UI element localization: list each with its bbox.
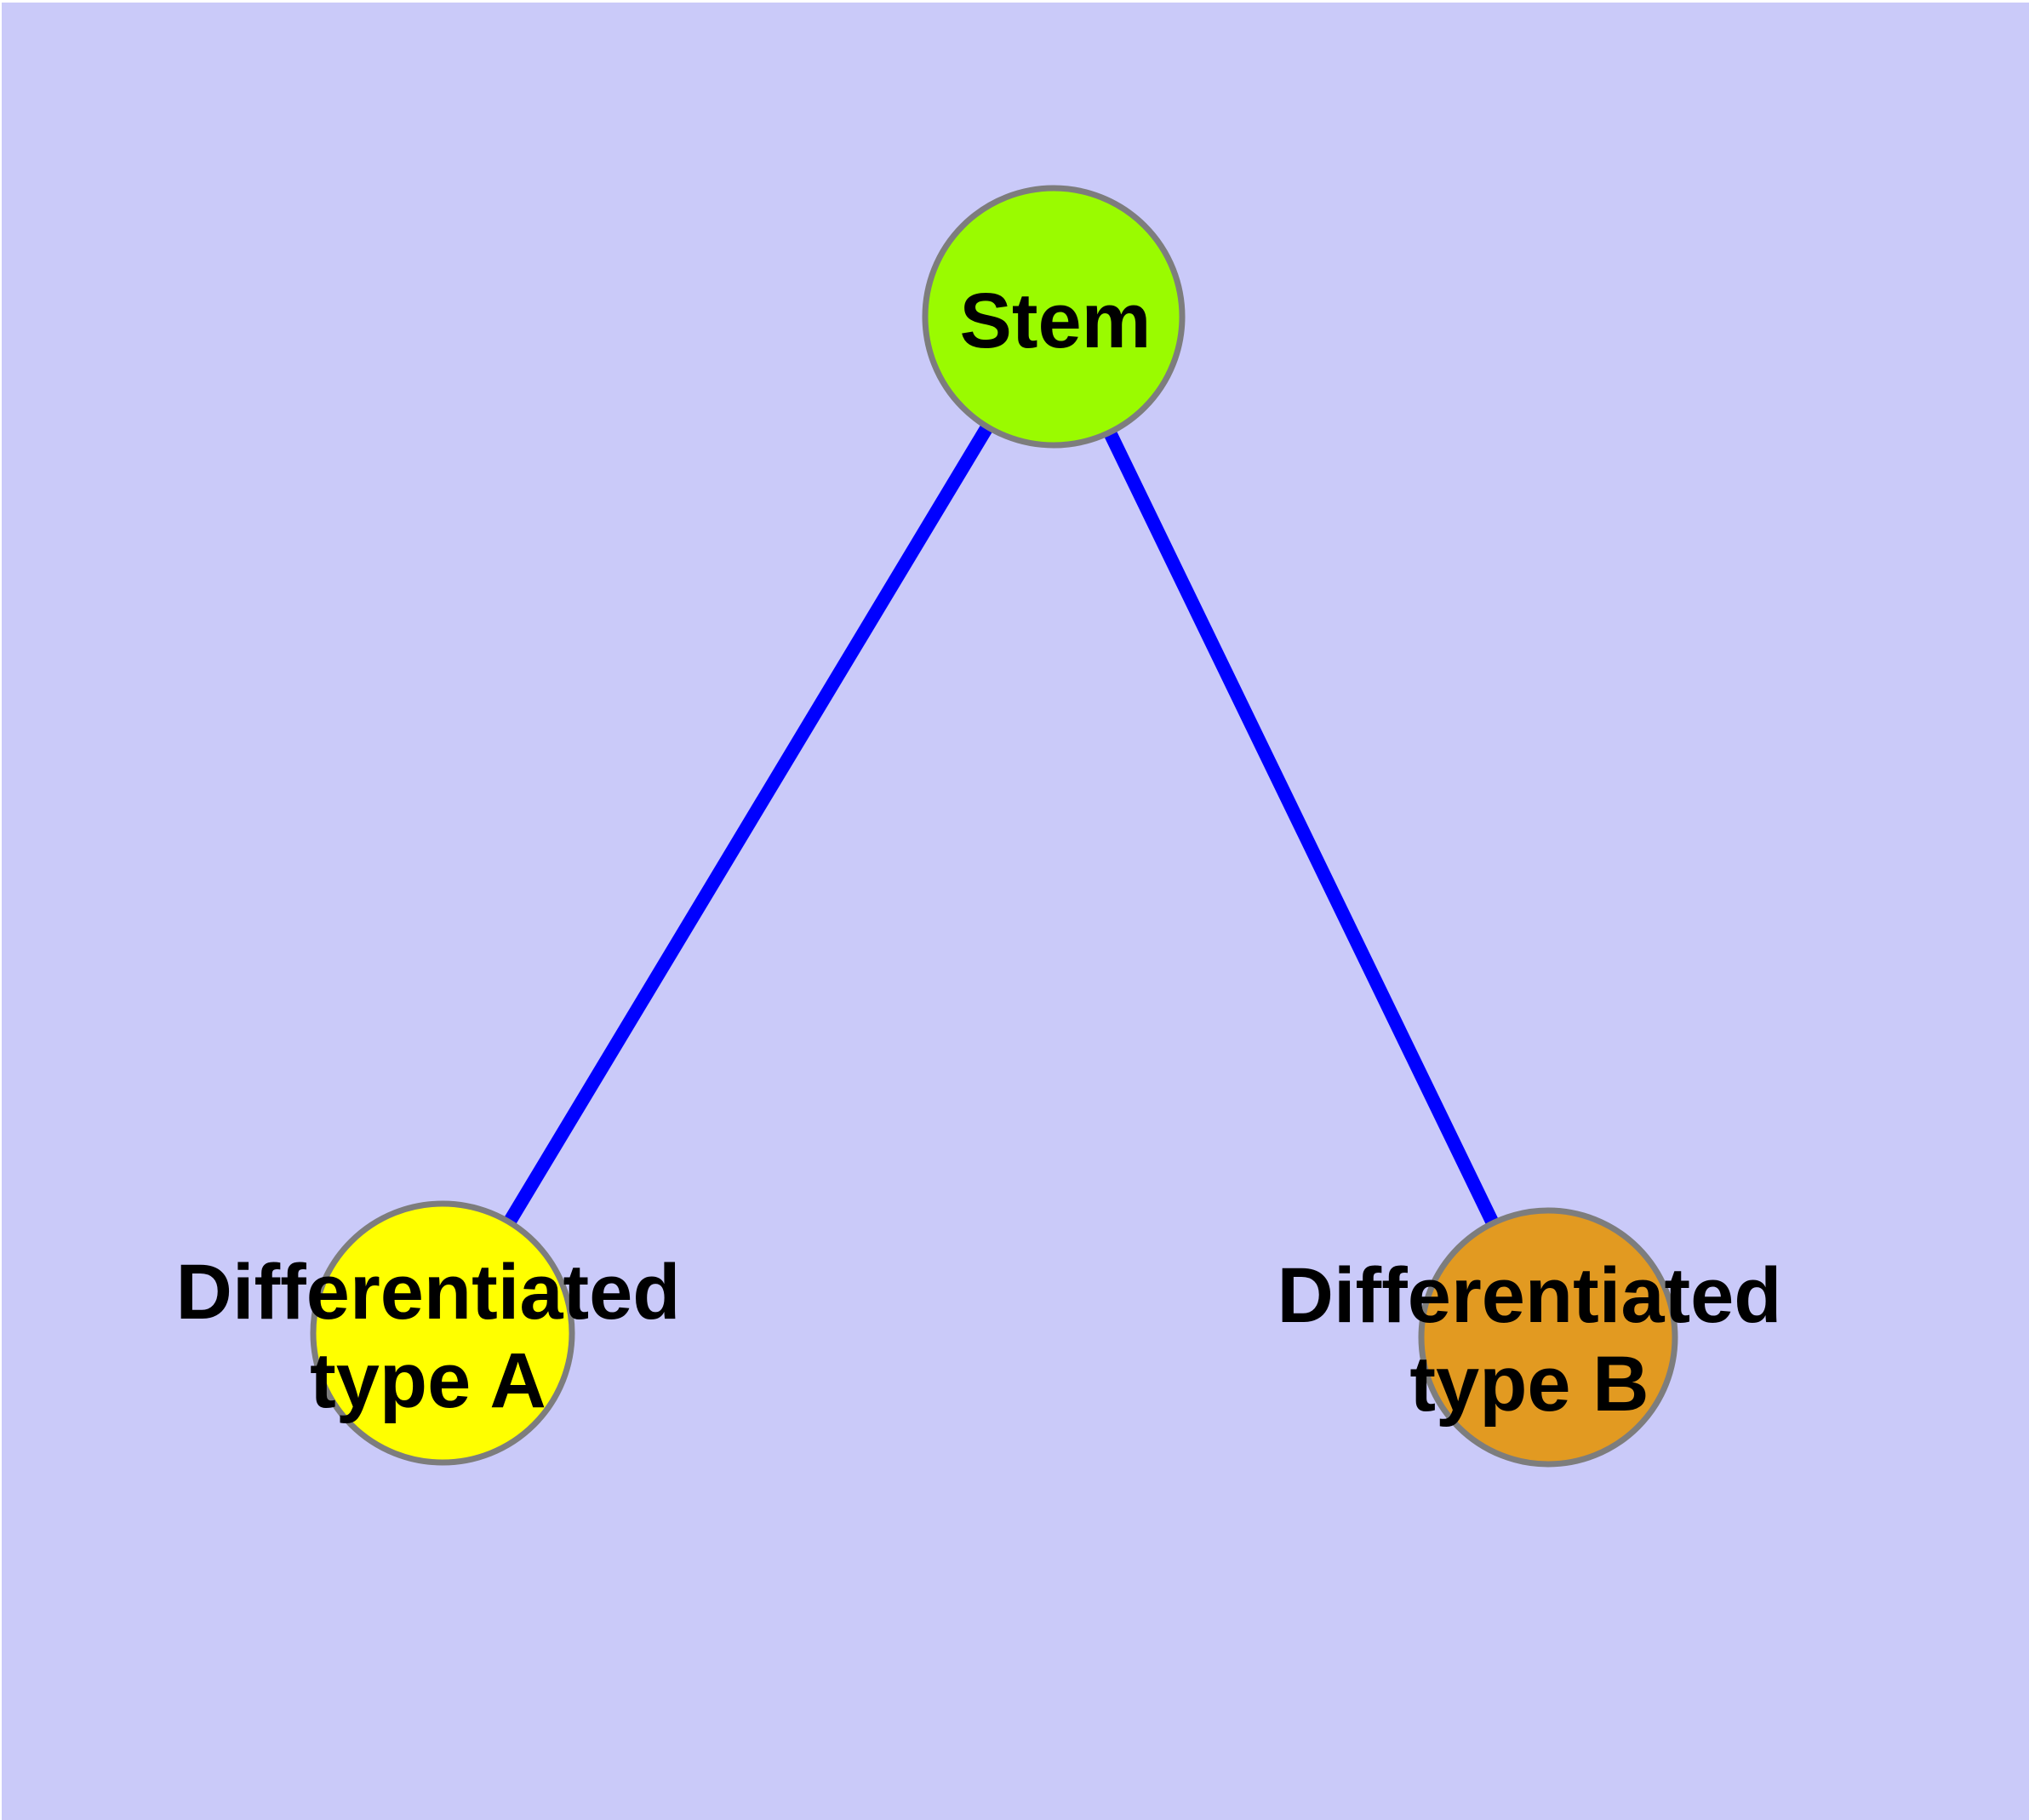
edge-stem-to-type-a xyxy=(437,312,1060,1337)
node-type-b-circle xyxy=(1418,1207,1678,1468)
node-type-b-label: Differentiated type B xyxy=(1277,1251,1782,1428)
node-type-a-circle xyxy=(310,1200,575,1466)
node-stem-label: Stem xyxy=(959,278,1152,364)
edge-stem-to-type-b xyxy=(1047,313,1555,1341)
node-type-a-label: Differentiated type A xyxy=(176,1248,681,1425)
node-type-b-label-line1: Differentiated xyxy=(1277,1252,1782,1339)
node-type-a-label-line2: type A xyxy=(310,1337,546,1424)
node-type-b-label-line2: type B xyxy=(1409,1341,1649,1428)
node-stem-circle xyxy=(922,185,1186,449)
node-type-a-label-line1: Differentiated xyxy=(175,1249,681,1336)
